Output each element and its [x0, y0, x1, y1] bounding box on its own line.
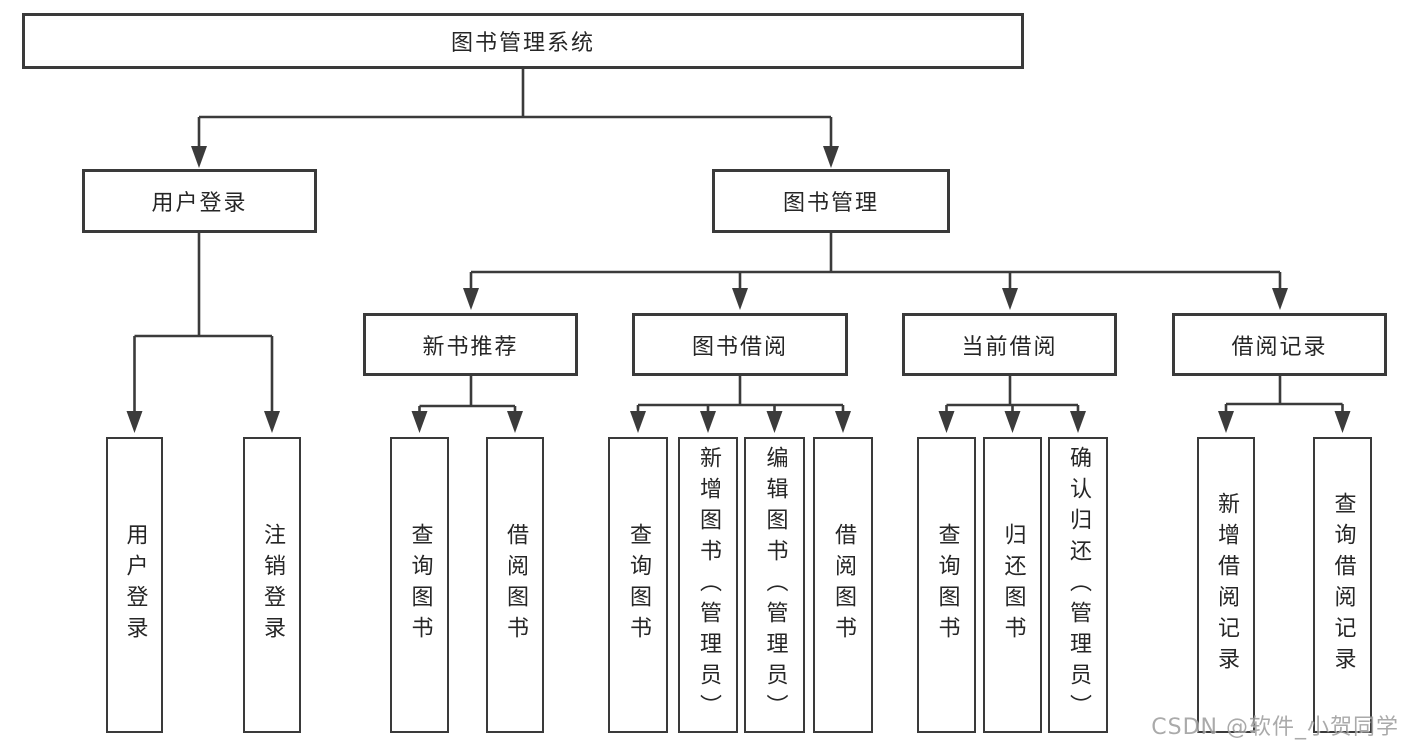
- node-book-management-label: 图书管理: [782, 191, 879, 216]
- leaf-user-login: 用户登录: [106, 437, 163, 733]
- leaf-borrow-edit-books-admin: 编辑图书（管理员）: [744, 437, 805, 733]
- node-user-login: 用户登录: [82, 169, 317, 233]
- leaf-current-query-books-label: 查询图书: [934, 523, 960, 647]
- node-book-borrow: 图书借阅: [632, 313, 848, 376]
- leaf-logout: 注销登录: [243, 437, 301, 733]
- node-borrow-records: 借阅记录: [1172, 313, 1387, 376]
- leaf-record-add-record: 新增借阅记录: [1197, 437, 1255, 733]
- leaf-borrow-borrow-books: 借阅图书: [813, 437, 873, 733]
- node-book-borrow-label: 图书借阅: [691, 334, 788, 360]
- leaf-current-query-books: 查询图书: [917, 437, 976, 733]
- leaf-borrow-add-books-admin: 新增图书（管理员）: [678, 437, 738, 733]
- leaf-logout-label: 注销登录: [260, 523, 285, 647]
- node-new-book-recommend: 新书推荐: [363, 313, 578, 376]
- leaf-newrec-borrow-books: 借阅图书: [486, 437, 544, 733]
- leaf-record-query-record-label: 查询借阅记录: [1330, 492, 1356, 678]
- leaf-current-return-books: 归还图书: [983, 437, 1042, 733]
- node-user-login-label: 用户登录: [151, 191, 248, 216]
- node-new-book-recommend-label: 新书推荐: [422, 334, 519, 360]
- leaf-borrow-edit-books-admin-label: 编辑图书（管理员）: [762, 445, 788, 725]
- leaf-borrow-query-books-label: 查询图书: [626, 523, 651, 647]
- leaf-borrow-borrow-books-label: 借阅图书: [831, 523, 856, 647]
- leaf-newrec-borrow-books-label: 借阅图书: [503, 523, 528, 647]
- leaf-current-return-books-label: 归还图书: [1000, 523, 1026, 647]
- node-borrow-records-label: 借阅记录: [1231, 334, 1328, 360]
- leaf-user-login-label: 用户登录: [122, 523, 148, 647]
- node-book-management: 图书管理: [712, 169, 950, 233]
- node-root-system: 图书管理系统: [22, 13, 1024, 69]
- leaf-record-add-record-label: 新增借阅记录: [1214, 492, 1239, 678]
- leaf-record-query-record: 查询借阅记录: [1313, 437, 1372, 733]
- leaf-borrow-query-books: 查询图书: [608, 437, 668, 733]
- leaf-current-confirm-return-admin: 确认归还（管理员）: [1048, 437, 1108, 733]
- node-current-borrow: 当前借阅: [902, 313, 1117, 376]
- node-root-label: 图书管理系统: [450, 31, 595, 56]
- leaf-borrow-add-books-admin-label: 新增图书（管理员）: [696, 445, 721, 725]
- leaf-newrec-query-books-label: 查询图书: [407, 523, 433, 647]
- leaf-newrec-query-books: 查询图书: [390, 437, 449, 733]
- csdn-watermark: CSDN @软件_小贺同学: [1151, 715, 1399, 740]
- node-current-borrow-label: 当前借阅: [961, 334, 1058, 360]
- leaf-current-confirm-return-admin-label: 确认归还（管理员）: [1066, 445, 1091, 725]
